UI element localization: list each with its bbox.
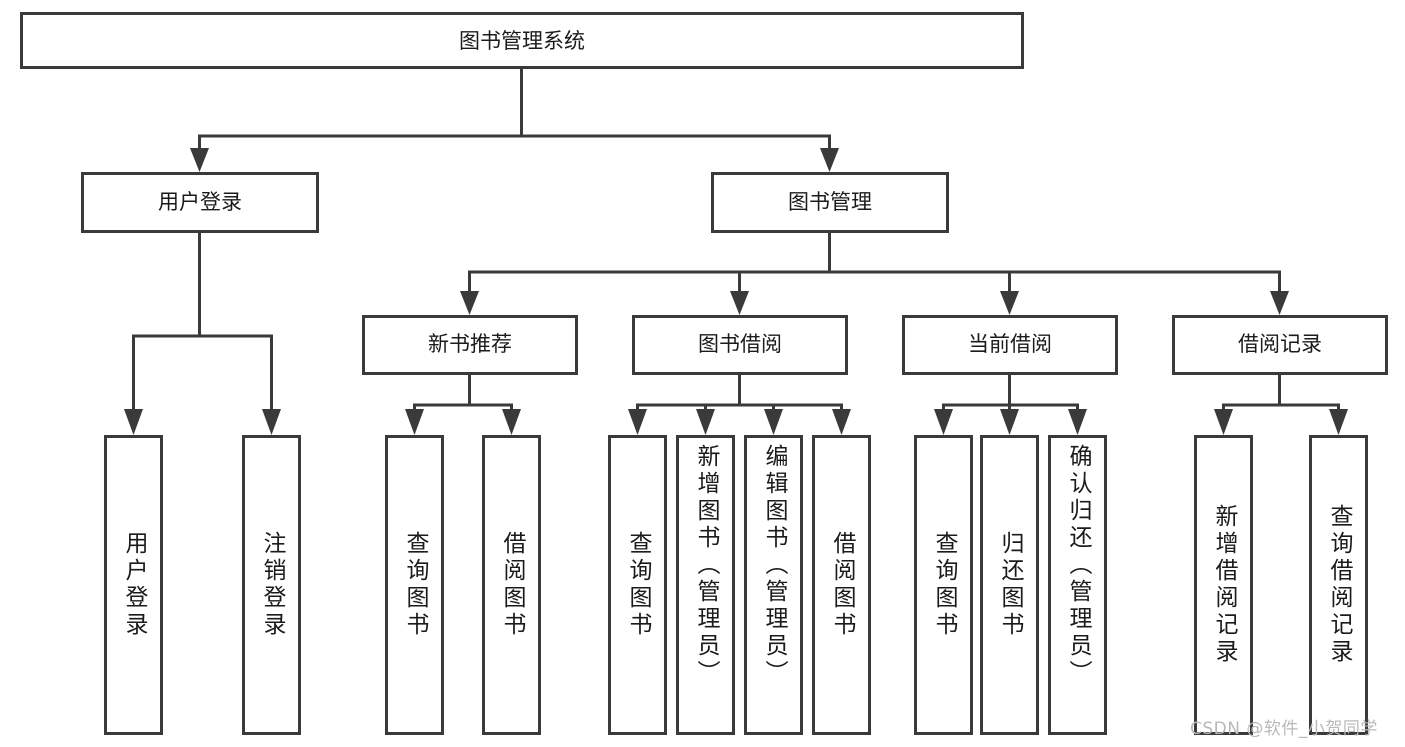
- leaf-node-current-return[interactable]: 归还图书: [980, 435, 1039, 735]
- leaf-node-borrow-add[interactable]: 新增图书（管理员）: [676, 435, 735, 735]
- connector-group-book-mgmt: [460, 230, 1289, 315]
- node-book-borrow-label: 图书借阅: [698, 332, 782, 356]
- leaf-node-current-query[interactable]: 查询图书: [914, 435, 973, 735]
- node-root-title[interactable]: 图书管理系统: [20, 12, 1024, 69]
- node-book-mgmt-label: 图书管理: [788, 190, 872, 214]
- node-current-borrow[interactable]: 当前借阅: [902, 315, 1118, 375]
- leaf-node-record-add[interactable]: 新增借阅记录: [1194, 435, 1253, 735]
- arrow-head-book-borrow: [730, 291, 749, 315]
- leaf-node-newbook-query-label: 查询图书: [402, 531, 428, 639]
- arrow-head-leaf-logout: [262, 409, 281, 435]
- node-new-book[interactable]: 新书推荐: [362, 315, 578, 375]
- node-root-title-label: 图书管理系统: [459, 29, 585, 53]
- arrow-head-leaf-bb-edit: [764, 409, 783, 435]
- node-borrow-record-label: 借阅记录: [1238, 332, 1322, 356]
- leaf-node-user-login-label: 用户登录: [121, 531, 147, 639]
- arrow-head-leaf-cb-confirm: [1068, 409, 1087, 435]
- leaf-node-borrow-borrow-label: 借阅图书: [829, 531, 855, 639]
- node-new-book-label: 新书推荐: [428, 332, 512, 356]
- leaf-node-current-confirm-label: 确认归还（管理员）: [1065, 444, 1091, 687]
- node-borrow-record[interactable]: 借阅记录: [1172, 315, 1388, 375]
- arrow-head-leaf-bb-borrow: [832, 409, 851, 435]
- arrow-head-user-login: [190, 148, 209, 172]
- leaf-node-borrow-query-label: 查询图书: [625, 531, 651, 639]
- arrow-head-borrow-record: [1270, 291, 1289, 315]
- arrow-head-leaf-bb-add: [696, 409, 715, 435]
- connector-group-user-login: [124, 230, 281, 435]
- leaf-node-logout-label: 注销登录: [259, 531, 285, 639]
- connector-group-book-borrow: [628, 373, 851, 435]
- leaf-node-newbook-borrow-label: 借阅图书: [499, 531, 525, 639]
- leaf-node-record-query-label: 查询借阅记录: [1326, 504, 1352, 666]
- leaf-node-newbook-borrow[interactable]: 借阅图书: [482, 435, 541, 735]
- leaf-node-user-login[interactable]: 用户登录: [104, 435, 163, 735]
- arrow-head-new-book: [460, 291, 479, 315]
- connector-group-new-book: [405, 373, 521, 435]
- node-book-borrow[interactable]: 图书借阅: [632, 315, 848, 375]
- arrow-head-leaf-cb-return: [1000, 409, 1019, 435]
- leaf-node-borrow-add-label: 新增图书（管理员）: [693, 444, 719, 687]
- connector-group-borrow-record: [1214, 373, 1348, 435]
- arrow-head-current-borrow: [1000, 291, 1019, 315]
- watermark-text: CSDN @软件_小贺同学: [1190, 719, 1378, 739]
- leaf-node-current-query-label: 查询图书: [931, 531, 957, 639]
- leaf-node-current-confirm[interactable]: 确认归还（管理员）: [1048, 435, 1107, 735]
- node-user-login-label: 用户登录: [158, 190, 242, 214]
- arrow-head-book-mgmt: [820, 148, 839, 172]
- leaf-node-borrow-edit[interactable]: 编辑图书（管理员）: [744, 435, 803, 735]
- connector-group-root: [190, 66, 839, 172]
- leaf-node-record-add-label: 新增借阅记录: [1211, 504, 1237, 666]
- arrow-head-leaf-bb-query: [628, 409, 647, 435]
- arrow-head-leaf-nb-query: [405, 409, 424, 435]
- leaf-node-borrow-query[interactable]: 查询图书: [608, 435, 667, 735]
- arrow-head-leaf-br-query: [1329, 409, 1348, 435]
- leaf-node-borrow-edit-label: 编辑图书（管理员）: [761, 444, 787, 687]
- node-current-borrow-label: 当前借阅: [968, 332, 1052, 356]
- leaf-node-current-return-label: 归还图书: [997, 531, 1023, 639]
- leaf-node-logout[interactable]: 注销登录: [242, 435, 301, 735]
- leaf-node-borrow-borrow[interactable]: 借阅图书: [812, 435, 871, 735]
- leaf-node-newbook-query[interactable]: 查询图书: [385, 435, 444, 735]
- node-book-mgmt[interactable]: 图书管理: [711, 172, 949, 233]
- connector-group-current-borrow: [934, 373, 1087, 435]
- node-user-login[interactable]: 用户登录: [81, 172, 319, 233]
- arrow-head-leaf-br-add: [1214, 409, 1233, 435]
- leaf-node-record-query[interactable]: 查询借阅记录: [1309, 435, 1368, 735]
- arrow-head-leaf-cb-query: [934, 409, 953, 435]
- arrow-head-leaf-nb-borrow: [502, 409, 521, 435]
- arrow-head-leaf-user-login: [124, 409, 143, 435]
